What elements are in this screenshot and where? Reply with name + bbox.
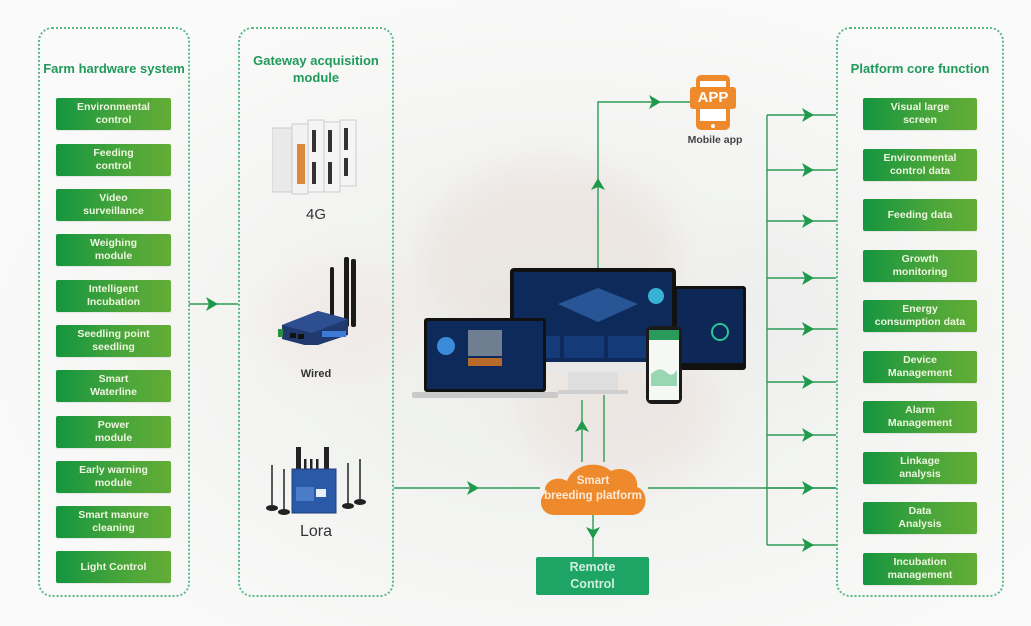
panel-title: Gateway acquisition module [253, 53, 379, 85]
hardware-item: Seedling point seedling [56, 325, 171, 357]
arrow-head [802, 375, 814, 389]
app-icon-text: APP [697, 89, 729, 106]
arrow-head [575, 420, 589, 432]
gateway-panel: Gateway acquisition module [238, 27, 394, 597]
arrow-head [591, 178, 605, 190]
platform-function-item: Feeding data [863, 199, 977, 231]
hardware-item: Early warning module [56, 461, 171, 493]
plc-gateway-icon [271, 116, 360, 196]
hardware-item: Weighing module [56, 234, 171, 266]
device-label-wired: Wired [300, 368, 332, 380]
platform-function-item: Device Management [863, 351, 977, 383]
platform-function-item: Alarm Management [863, 401, 977, 433]
hardware-item: Video surveillance [56, 189, 171, 221]
cloud-label: Smart breeding platform [544, 475, 642, 502]
platform-function-item: Environmental control data [863, 149, 977, 181]
arrow-head [802, 271, 814, 285]
cloud-icon [537, 455, 649, 517]
arrow-head [802, 538, 814, 552]
arrow-head [802, 108, 814, 122]
multi-device-dashboard-icon [408, 266, 750, 406]
arrow-head [802, 481, 814, 495]
hardware-item: Smart Waterline [56, 370, 171, 402]
mobile-app-label: Mobile app [687, 134, 743, 146]
device-label-4g: 4G [305, 206, 326, 223]
mobile-app-icon: APP [690, 75, 738, 131]
platform-function-item: Growth monitoring [863, 250, 977, 282]
arrow-head [802, 214, 814, 228]
lora-gateway-icon [266, 445, 366, 515]
arrow-head [802, 163, 814, 177]
remote-control-box: Remote Control [536, 557, 649, 595]
arrow-head [467, 481, 479, 495]
hardware-item: Power module [56, 416, 171, 448]
device-label-lora: Lora [299, 523, 333, 540]
arrow-head [649, 95, 661, 109]
panel-title: Farm hardware system [43, 61, 185, 76]
platform-function-item: Incubation management [863, 553, 977, 585]
hardware-item: Light Control [56, 551, 171, 583]
platform-function-item: Linkage analysis [863, 452, 977, 484]
connector-to-app [597, 101, 690, 270]
panel-title: Platform core function [850, 61, 990, 76]
platform-function-item: Data Analysis [863, 502, 977, 534]
platform-function-item: Visual large screen [863, 98, 977, 130]
arrow-head [802, 428, 814, 442]
platform-function-item: Energy consumption data [863, 300, 977, 332]
farm-hardware-panel: Farm hardware system [38, 27, 190, 597]
hardware-item: Smart manure cleaning [56, 506, 171, 538]
arrow-head [802, 322, 814, 336]
router-icon [278, 255, 362, 347]
platform-core-panel: Platform core function [836, 27, 1004, 597]
arrow-head [586, 527, 600, 539]
hardware-item: Feeding control [56, 144, 171, 176]
hardware-item: Intelligent Incubation [56, 280, 171, 312]
arrow-head [206, 297, 218, 311]
hardware-item: Environmental control [56, 98, 171, 130]
